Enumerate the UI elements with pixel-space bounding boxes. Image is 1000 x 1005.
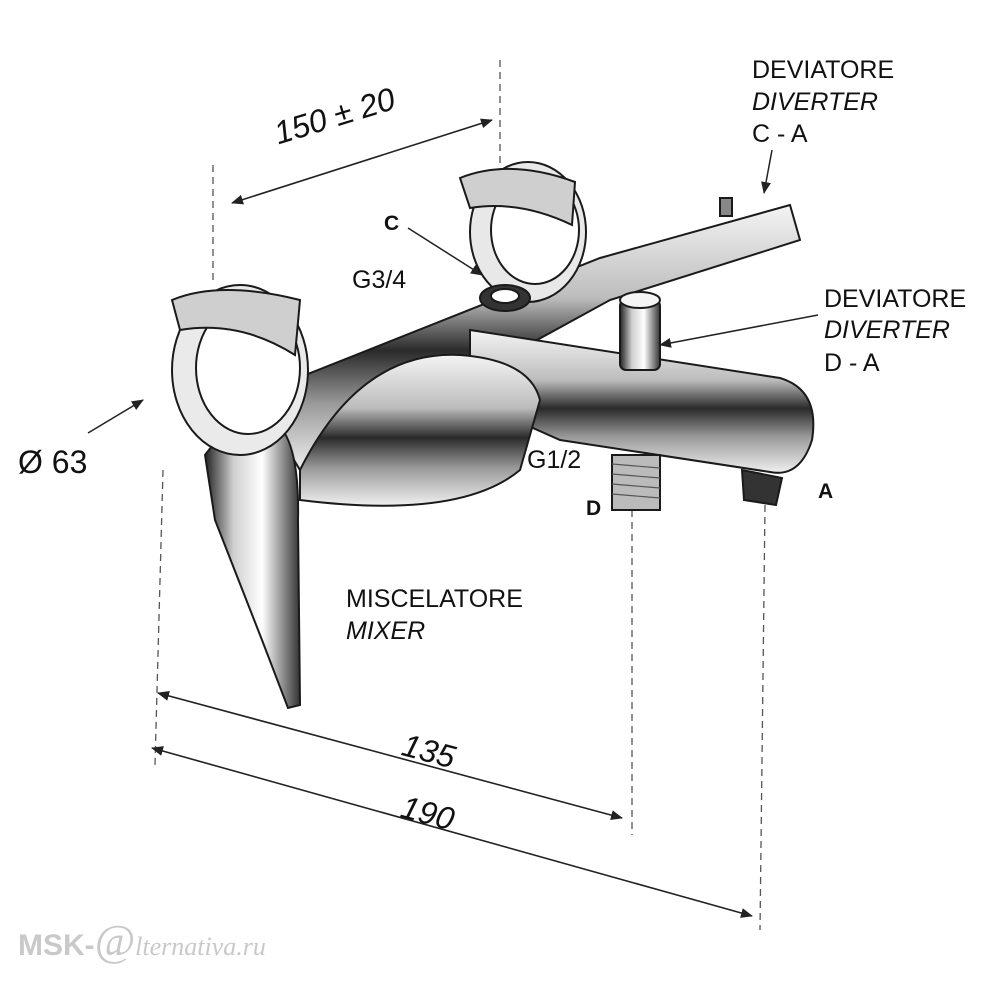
watermark-right: lternativa.ru [135, 932, 266, 961]
faucet-body [170, 161, 815, 710]
diverter-da-title: DEVIATORE [824, 285, 967, 313]
port-d-label: D [586, 497, 602, 520]
diverter-ca-title: DEVIATORE [752, 56, 895, 84]
watermark-left: MSK- [18, 929, 95, 962]
watermark: MSK-@lternativa.ru [18, 915, 266, 966]
diverter-da-subtitle: DIVERTER [824, 316, 950, 344]
thread-c-label: G3/4 [352, 266, 407, 294]
handle-diameter-label: Ø 63 [18, 444, 88, 480]
port-c-label: C [384, 212, 400, 235]
diverter-ca-subtitle: DIVERTER [752, 88, 878, 116]
mixer-title: MISCELATORE [346, 585, 523, 613]
leader-lines [87, 149, 819, 434]
mixer-subtitle: MIXER [346, 617, 426, 645]
diverter-da-code: D - A [824, 349, 880, 377]
thread-d-label: G1/2 [527, 446, 582, 474]
watermark-at: @ [94, 916, 136, 965]
dimension-lines [151, 118, 753, 918]
port-a-label: A [818, 480, 834, 503]
diverter-ca-code: C - A [752, 120, 808, 148]
